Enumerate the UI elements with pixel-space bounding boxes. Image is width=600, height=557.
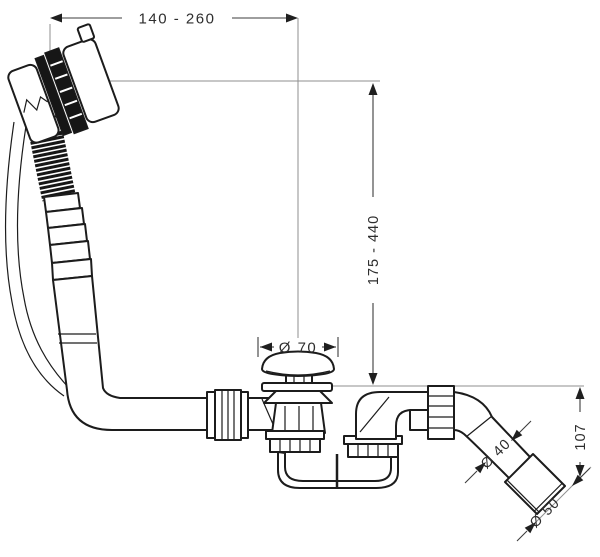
plug-cap-rim xyxy=(265,370,331,376)
drain-tee xyxy=(261,373,333,434)
dim-label-height-range: 175 - 440 xyxy=(366,215,382,285)
ring-rib xyxy=(59,86,73,93)
inlet-nut xyxy=(206,389,249,441)
dim-line xyxy=(464,470,478,484)
dim-line xyxy=(579,467,591,479)
arrow-down-icon xyxy=(368,373,378,385)
outlet-pipe xyxy=(453,391,531,480)
plug-cap xyxy=(261,350,335,377)
corrugated-hose xyxy=(29,130,76,202)
nut-ring xyxy=(206,391,216,439)
dim-label-outlet-height: 107 xyxy=(573,423,589,450)
overflow-body xyxy=(62,38,120,124)
dim-height-range: 175 - 440 xyxy=(366,83,382,385)
ring-rib xyxy=(54,73,68,80)
nut-ring xyxy=(240,391,249,439)
drain-plug xyxy=(261,350,335,377)
arrow-up-icon xyxy=(368,83,378,95)
control-cable xyxy=(4,121,71,397)
arrow-up-icon xyxy=(575,387,585,399)
tee-skirt xyxy=(263,390,333,404)
knob-grip-line xyxy=(23,95,48,113)
ring-rib xyxy=(69,112,83,120)
knob-ring xyxy=(34,54,73,137)
dim-label-plug-diameter: Ø 70 xyxy=(279,340,318,357)
dim-line xyxy=(518,420,532,434)
pipe-joint-line xyxy=(465,415,493,438)
ring-rib xyxy=(50,60,63,67)
extension-lines xyxy=(49,18,592,528)
arrow-down-left-icon xyxy=(572,474,584,486)
arrow-left-icon xyxy=(50,13,62,23)
arrow-down-left-icon xyxy=(511,429,523,441)
dim-outlet-height: 107 xyxy=(573,387,589,477)
arrow-right-icon xyxy=(286,13,298,23)
arrow-up-right-icon xyxy=(474,462,486,474)
dim-line xyxy=(516,530,528,542)
overflow-fitting xyxy=(7,23,120,144)
cable-inner-line xyxy=(16,125,71,390)
elbow-joint-line xyxy=(359,396,390,433)
dim-width-range: 140 - 260 xyxy=(50,11,298,28)
dim-plug-diameter: Ø 70 xyxy=(257,337,339,357)
socket-wall-line xyxy=(506,479,540,513)
outlet-socket xyxy=(504,453,566,515)
telescopic-hose xyxy=(29,114,283,431)
arrow-left-icon xyxy=(260,342,272,352)
outlet-nut xyxy=(427,385,455,440)
trap-left-nut-flange xyxy=(265,430,325,440)
socket-wall-line xyxy=(533,483,563,512)
outlet-pipe-45 xyxy=(453,391,566,515)
cable-outer-line xyxy=(4,121,65,397)
overflow-knob-cap xyxy=(7,63,60,144)
overflow-body-tab xyxy=(76,23,96,43)
trap-left-nut xyxy=(269,438,321,453)
flange-rim xyxy=(261,382,333,392)
dim-label-width-range: 140 - 260 xyxy=(139,11,216,28)
outlet-elbow xyxy=(355,385,455,440)
trap-right-nut xyxy=(347,443,399,458)
arrow-up-right-icon xyxy=(524,522,536,534)
ring-rib xyxy=(64,99,78,107)
arrow-down-icon xyxy=(575,465,585,477)
arrow-right-icon xyxy=(324,342,336,352)
